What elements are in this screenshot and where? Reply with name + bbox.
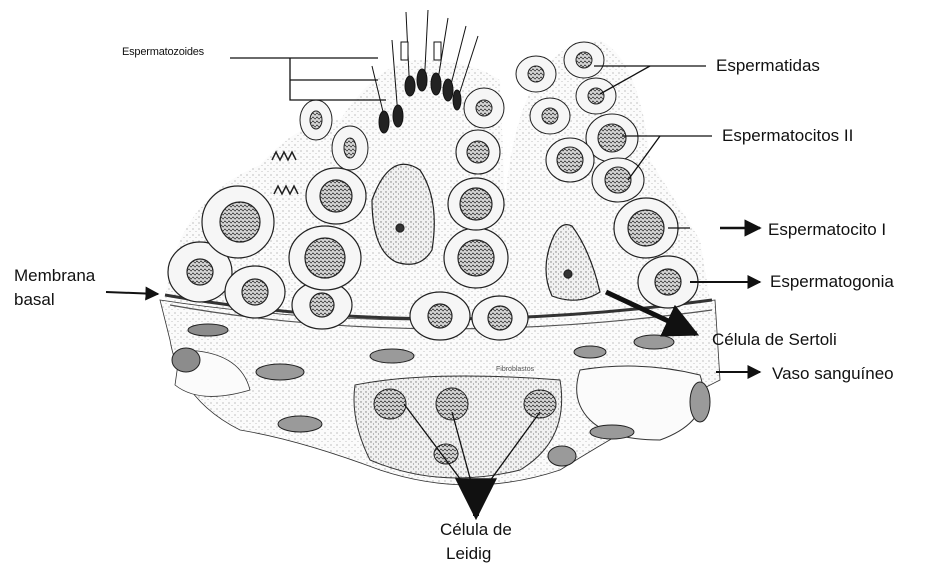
label-espermatozoides: Espermatozoides [122, 46, 204, 59]
label-celula-sertoli: Célula de Sertoli [712, 330, 837, 350]
label-espermatogonia: Espermatogonia [770, 272, 894, 292]
label-celula-leidig-line1: Célula de [440, 520, 512, 540]
label-espermatocito-i: Espermatocito I [768, 220, 886, 240]
label-vaso-sanguineo: Vaso sanguíneo [772, 364, 894, 384]
label-membrana-line1: Membrana [14, 266, 95, 286]
label-espermatocitos-ii: Espermatocitos II [722, 126, 853, 146]
label-espermatidas: Espermatidas [716, 56, 820, 76]
label-membrana-line2: basal [14, 290, 55, 310]
label-fibroblastos: Fibroblastos [496, 366, 534, 374]
label-celula-leidig-line2: Leidig [446, 544, 491, 564]
